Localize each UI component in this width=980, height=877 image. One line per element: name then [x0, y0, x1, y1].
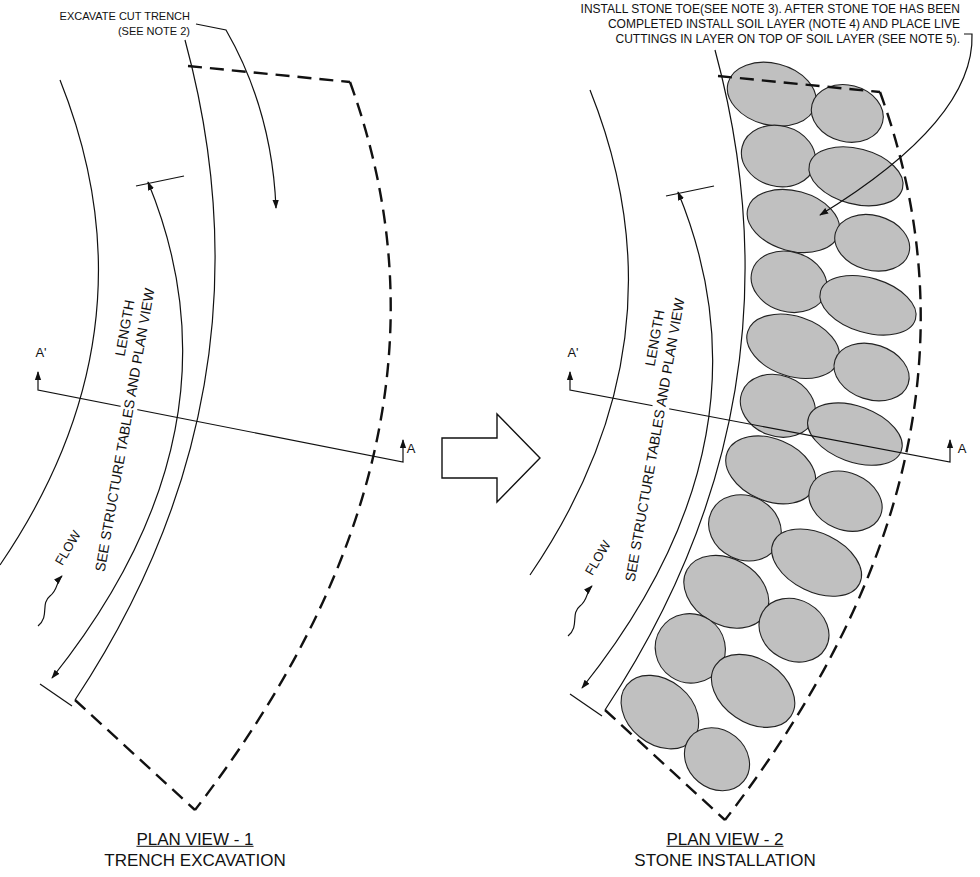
trench-end: [718, 76, 880, 92]
flow-label: FLOW: [582, 538, 614, 578]
trench-end: [75, 700, 195, 810]
dimension-tick: [136, 176, 184, 186]
stone: [799, 391, 911, 477]
leader-line: [820, 34, 972, 215]
section-marker: A': [567, 345, 578, 361]
stone: [805, 77, 890, 150]
trench-inner-edge: [75, 40, 215, 700]
dimension-arc: [582, 192, 713, 688]
flow-arrow: [38, 576, 62, 626]
view-title: PLAN VIEW - 2: [666, 830, 783, 850]
stone-outer-edge: [725, 92, 921, 820]
flow-label: FLOW: [52, 528, 84, 568]
stone-plan: [530, 50, 923, 820]
stone: [738, 303, 847, 390]
stone-toe: [607, 53, 924, 804]
dimension-tick: [40, 684, 72, 706]
stone-inner-edge: [605, 50, 745, 710]
view-subtitle: TRENCH EXCAVATION: [104, 851, 285, 871]
stone: [800, 460, 892, 542]
section-line: [38, 372, 403, 462]
sequence-arrow: [442, 414, 540, 502]
section-marker: A': [35, 345, 46, 361]
view-subtitle: STONE INSTALLATION: [634, 851, 815, 871]
dimension-arc: [52, 182, 183, 678]
dimension-tick: [666, 186, 714, 196]
callout-note: INSTALL STONE TOE(SEE NOTE 3). AFTER STO…: [550, 2, 960, 47]
dimension-tick: [570, 694, 602, 716]
trench-plan: [0, 40, 391, 810]
stone: [744, 242, 835, 321]
section-marker: A: [407, 441, 416, 457]
stone: [740, 180, 847, 263]
leader-line: [196, 24, 276, 208]
stone: [672, 715, 763, 804]
trench-end: [188, 66, 350, 82]
trench-outer-edge: [195, 82, 391, 810]
callout-note: EXCAVATE CUT TRENCH (SEE NOTE 2): [40, 9, 190, 39]
bank-line: [530, 90, 628, 575]
stone: [761, 515, 873, 609]
stone: [720, 53, 823, 135]
stone: [735, 117, 823, 195]
stone: [826, 334, 916, 410]
section-line: [570, 372, 950, 462]
section-marker: A: [958, 441, 967, 457]
stone: [698, 639, 809, 742]
bank-line: [0, 80, 98, 565]
stone: [828, 206, 916, 279]
flow-arrow: [568, 586, 592, 636]
view-title: PLAN VIEW - 1: [136, 830, 253, 850]
trench-end: [605, 710, 725, 820]
